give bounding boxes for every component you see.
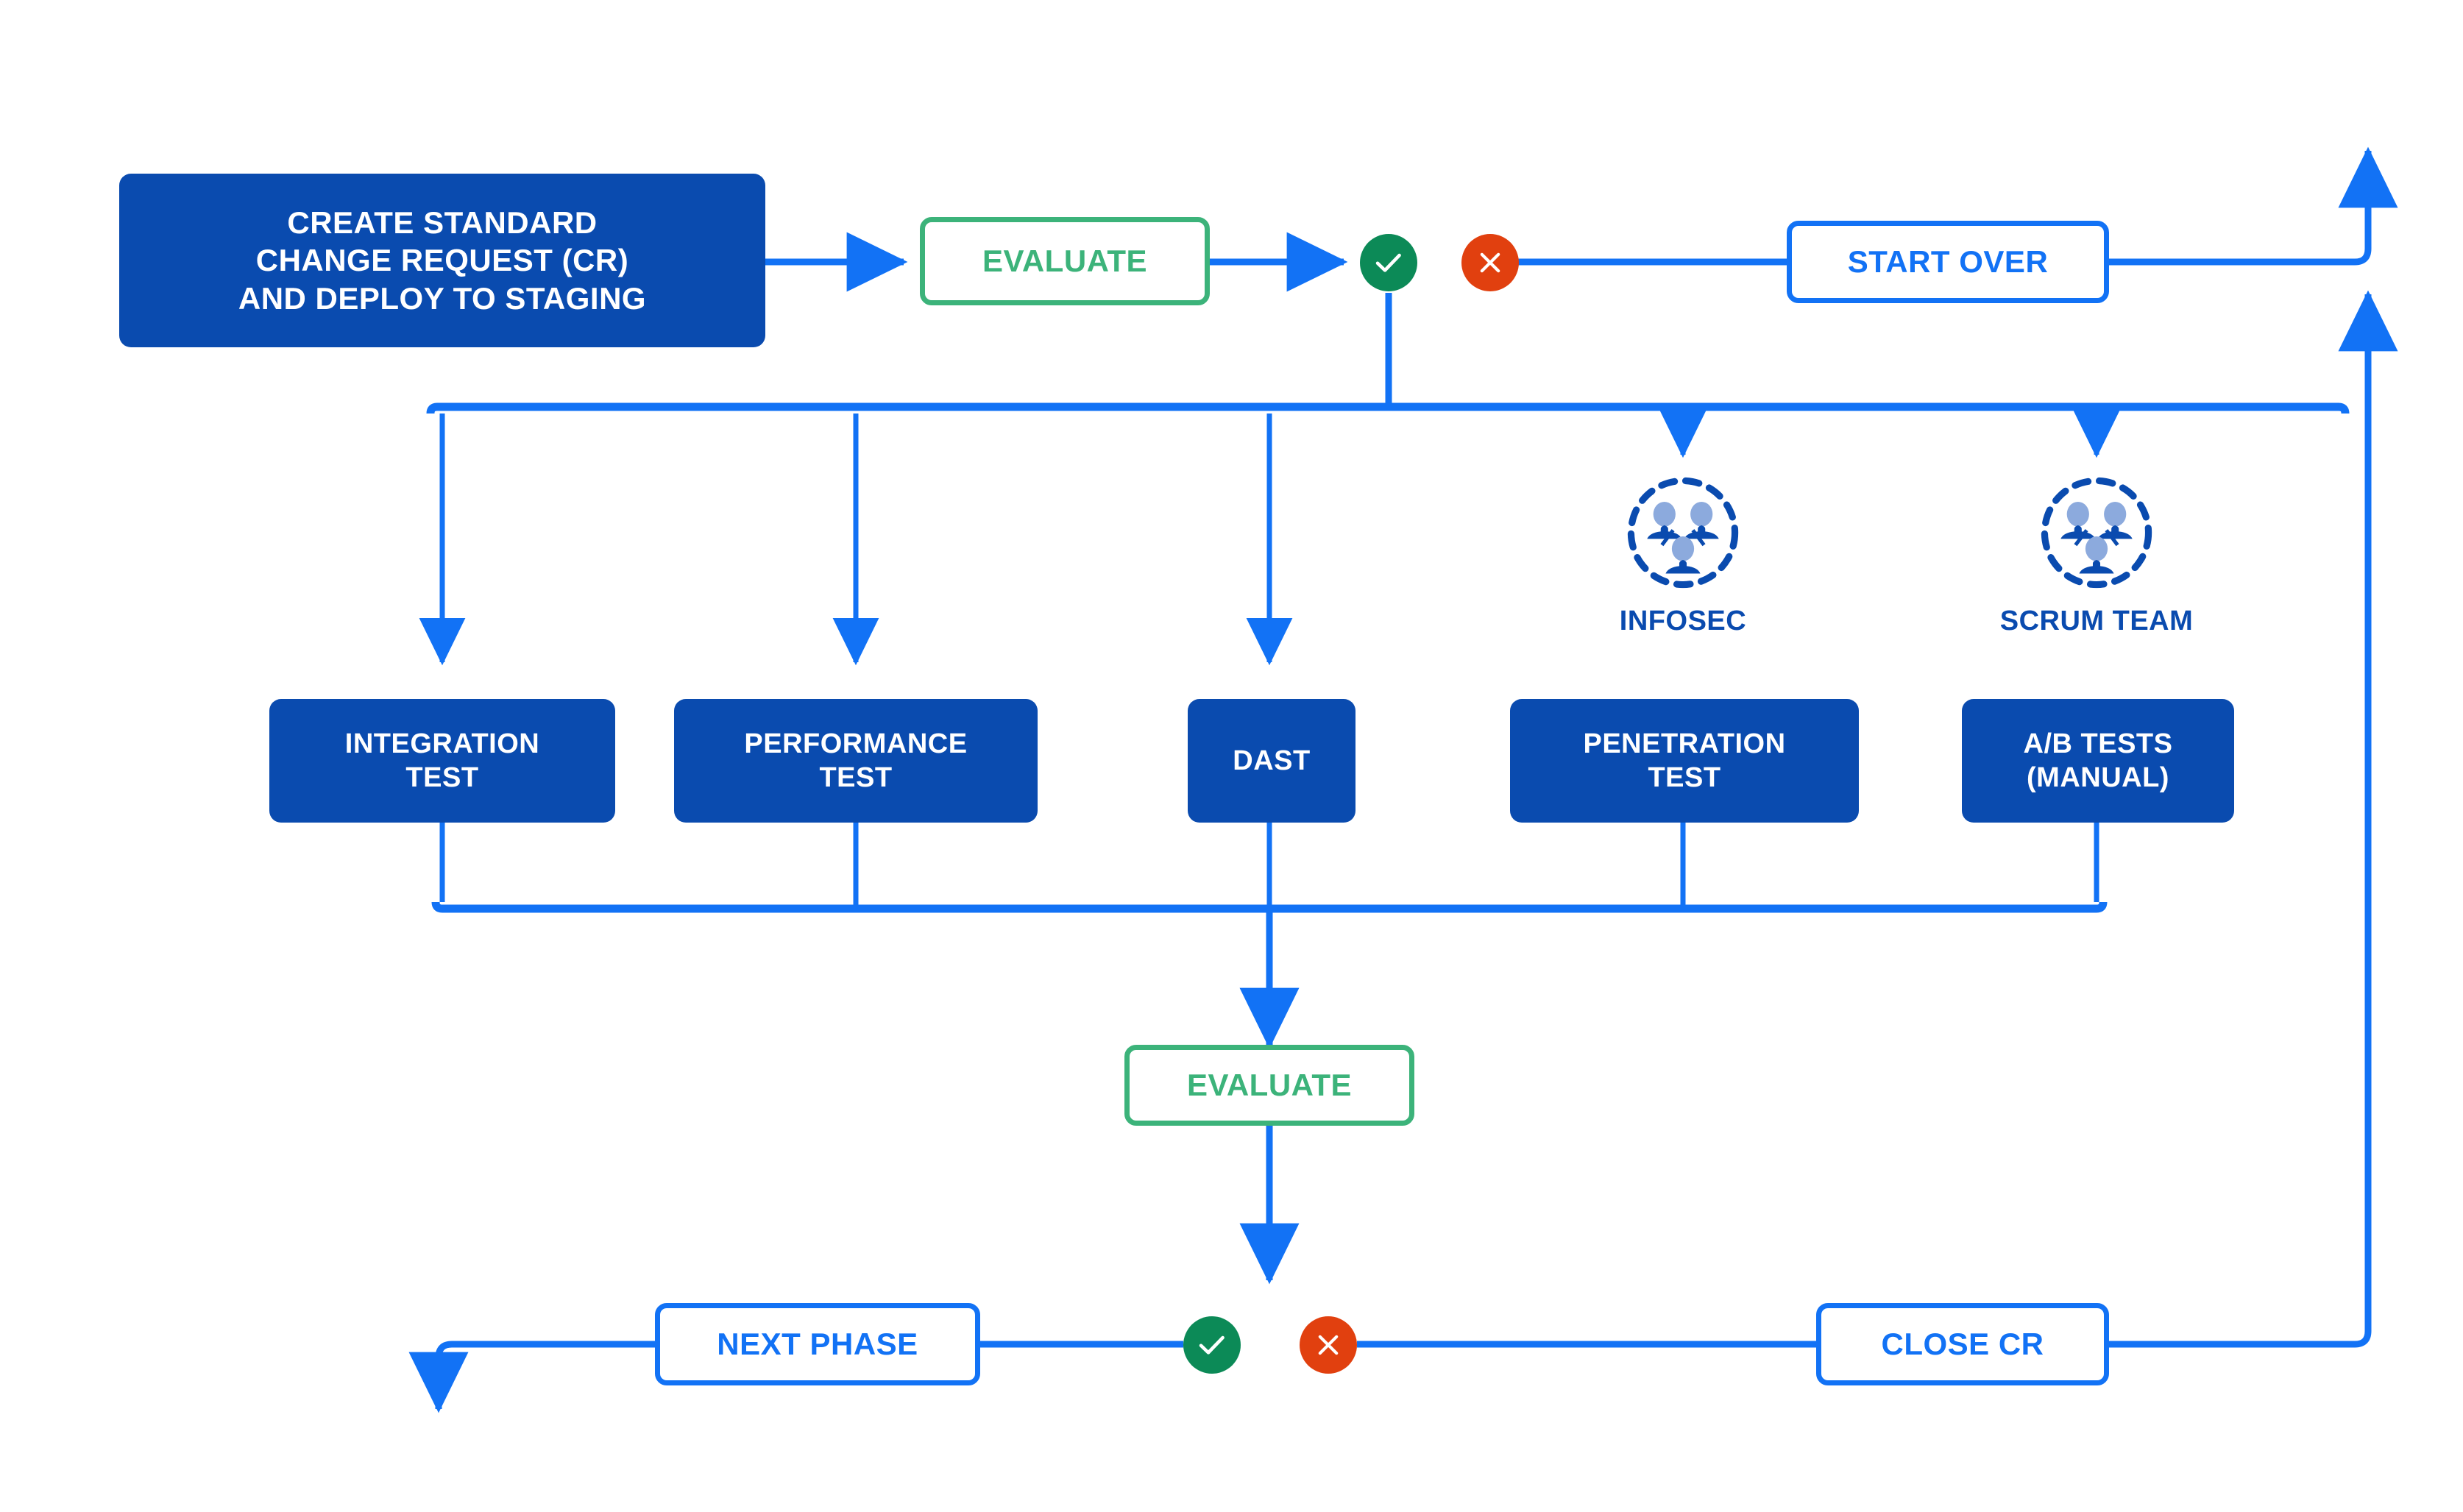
decision-evaluate-top[interactable]: EVALUATE [920, 217, 1210, 305]
persona-infosec: INFOSEC [1595, 471, 1771, 637]
outcome-next-phase-label: NEXT PHASE [717, 1327, 918, 1361]
persona-infosec-label: INFOSEC [1619, 606, 1747, 636]
process-dast-label: DAST [1233, 745, 1311, 776]
outcome-next-phase[interactable]: NEXT PHASE [655, 1303, 980, 1385]
outcome-start-over-label: START OVER [1847, 244, 2049, 279]
process-ab-tests[interactable]: A/B TESTS(MANUAL) [1962, 699, 2234, 823]
decision-evaluate-top-label: EVALUATE [982, 244, 1148, 278]
process-ab-tests-label: A/B TESTS(MANUAL) [2023, 728, 2173, 793]
team-group-icon-infosec [1621, 471, 1745, 598]
x-circle-icon-top[interactable] [1461, 234, 1519, 291]
outcome-close-cr-label: CLOSE CR [1881, 1327, 2044, 1361]
check-circle-icon-top[interactable] [1360, 234, 1417, 291]
x-circle-icon-bottom[interactable] [1300, 1316, 1357, 1374]
process-dast[interactable]: DAST [1188, 699, 1355, 823]
decision-evaluate-bottom[interactable]: EVALUATE [1124, 1045, 1414, 1126]
check-circle-icon-bottom[interactable] [1183, 1316, 1241, 1374]
team-group-icon-scrum-team [2035, 471, 2158, 598]
decision-evaluate-bottom-label: EVALUATE [1186, 1068, 1353, 1102]
persona-scrum-team: SCRUM TEAM [2000, 471, 2193, 637]
outcome-close-cr[interactable]: CLOSE CR [1816, 1303, 2109, 1385]
outcome-start-over[interactable]: START OVER [1787, 221, 2109, 303]
persona-scrum-team-label: SCRUM TEAM [1999, 606, 2194, 636]
